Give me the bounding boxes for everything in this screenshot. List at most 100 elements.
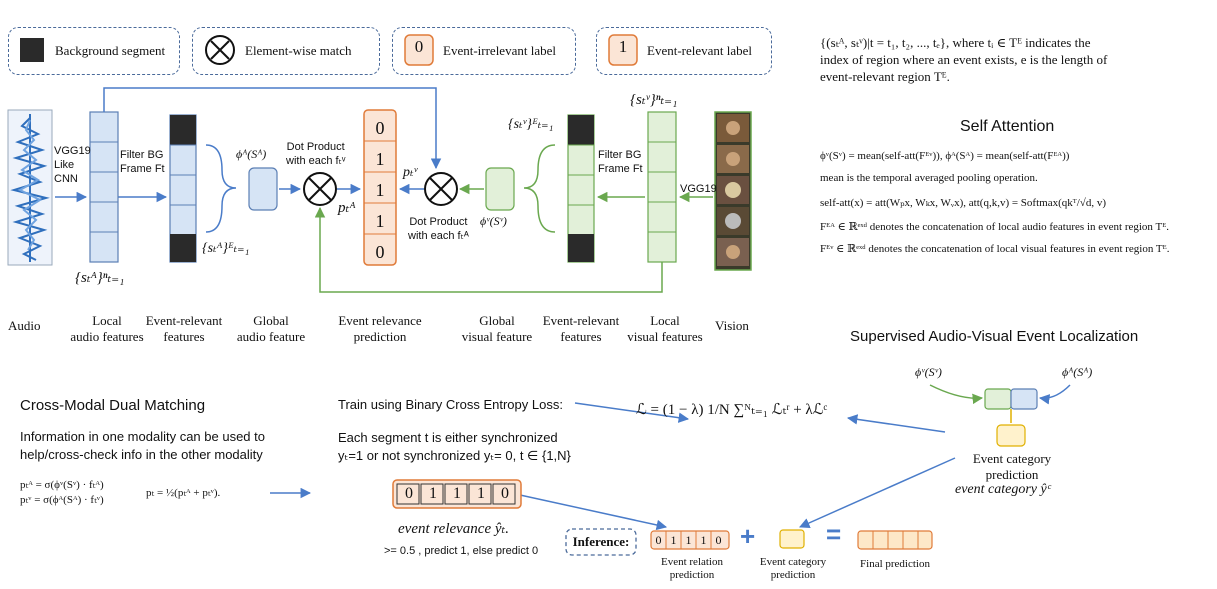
relevance-math: event relevance ŷₜ. — [398, 521, 509, 537]
supervised-category-line-1: Event category — [972, 451, 1052, 466]
vgg-audio-line-3: CNN — [54, 173, 78, 185]
eq-pt: pₜ = ½(pₜᴬ + pₜᵛ). — [146, 487, 221, 499]
region-description: {(sₜᴬ, sₜᵛ)|t = t₁, t₂, ..., tₑ}, where … — [820, 34, 1210, 85]
loss-equation: ℒ = (1 − λ) 1/N ∑ᴺₜ₌₁ ℒₜʳ + λℒᶜ — [636, 402, 828, 418]
training-sequence-values: 0 1 1 1 0 — [397, 484, 517, 504]
legend-relevant-digit: 1 — [618, 37, 628, 56]
segment-desc-line-2: yₜ=1 or not synchronized yₜ= 0, t ∈ {1,N… — [338, 448, 571, 463]
fa-note: Fᴱᴬ ∈ ℝᵉˣᵈ denotes the concatenation of … — [820, 221, 1170, 233]
background-segment-icon — [20, 38, 44, 62]
inference-value-5: 0 — [715, 533, 722, 547]
vision-frames-image — [714, 111, 752, 271]
inference-value-3: 1 — [685, 533, 692, 547]
mean-note: mean is the temporal averaged pooling op… — [820, 172, 1038, 184]
dot-product-audio-line-2: with each fₜᵛ — [286, 155, 346, 167]
self-attention-eq1: ϕᵛ(Sᵛ) = mean(self-att(Fᴱᵛ)), ϕᴬ(Sᴬ) = m… — [820, 150, 1070, 162]
segment-desc-line-1: Each segment t is either synchronized — [338, 430, 558, 445]
label-local-visual: Local visual features — [620, 313, 710, 345]
local-visual-features — [647, 111, 677, 263]
label-event-relevant-audio-line-2: features — [163, 329, 205, 344]
label-global-audio: Global audio feature — [226, 313, 316, 345]
label-event-relevant-visual-line-1: Event-relevant — [542, 313, 620, 328]
dot-product-visual-line-2: with each fₜᴬ — [408, 230, 469, 242]
training-sequence — [392, 479, 522, 509]
label-event-relevance-prediction: Event relevance prediction — [330, 313, 430, 345]
cross-modal-equations: pₜᴬ = σ(ϕᵛ(Sᵛ) · fₜᴬ) pₜᵛ = σ(ϕᴬ(Sᴬ) · f… — [20, 478, 104, 508]
inference-label: Inference: — [572, 534, 630, 549]
supervised-category-line-2: prediction — [985, 467, 1039, 482]
relevance-value-3: 1 — [375, 180, 385, 200]
dot-product-visual-label: Dot Product with each fₜᴬ — [408, 215, 469, 243]
train-seq-3: 1 — [453, 485, 461, 502]
self-attention-eq2: self-att(x) = att(Wₚx, Wₖx, Wᵥx), att(q,… — [820, 197, 1106, 209]
train-text: Train using Binary Cross Entropy Loss: — [338, 397, 563, 412]
label-local-visual-line-2: visual features — [627, 329, 703, 344]
region-text-line-2: index of region where an event exists, e… — [820, 52, 1108, 67]
fv-note: Fᴱᵛ ∈ ℝᵉˣᵈ denotes the concatenation of … — [820, 243, 1170, 255]
self-attention-title: Self Attention — [960, 118, 1055, 135]
dot-product-audio-line-1: Dot Product — [286, 141, 345, 153]
eq-pV: pₜᵛ = σ(ϕᴬ(Sᴬ) · fₜᵛ) — [20, 494, 104, 506]
inference-category-label: Event category prediction — [748, 556, 838, 582]
train-seq-1: 0 — [405, 485, 413, 502]
math-sA-E: {sₜᴬ}ᴱₜ₌₁ — [202, 241, 250, 256]
inference-value-4: 1 — [700, 533, 707, 547]
inference-category-line-1: Event category — [759, 556, 827, 568]
final-prediction-sequence — [857, 530, 933, 550]
label-global-visual-line-1: Global — [479, 313, 515, 328]
legend-background-segment: Background segment — [8, 27, 180, 75]
relevant-label-icon — [608, 34, 638, 66]
label-event-relevant-audio: Event-relevant features — [140, 313, 228, 345]
label-event-relevance-line-2: prediction — [353, 329, 407, 344]
relevance-value-4: 1 — [375, 211, 385, 231]
inference-label-box — [565, 528, 637, 556]
train-seq-5: 0 — [501, 485, 509, 502]
cross-modal-description: Information in one modality can be used … — [20, 428, 265, 464]
relevance-value-2: 1 — [375, 149, 385, 169]
vgg-audio-line-1: VGG19 — [54, 145, 91, 157]
math-phiV: ϕᵛ(Sᵛ) — [480, 214, 507, 228]
label-event-relevant-visual-line-2: features — [560, 329, 602, 344]
label-local-audio: Local audio features — [62, 313, 152, 345]
math-pV: pₜᵛ — [403, 165, 418, 180]
inference-category-line-2: prediction — [770, 569, 816, 581]
math-pA: pₜᴬ — [338, 200, 356, 216]
region-text-line-3: event-relevant region Tᴱ. — [820, 69, 950, 84]
math-phiA: ϕᴬ(Sᴬ) — [236, 147, 267, 161]
category-prediction-box — [996, 424, 1026, 447]
label-local-audio-line-2: audio features — [70, 329, 144, 344]
filter-bg-audio-line-1: Filter BG — [120, 149, 164, 161]
concat-audio-part — [1010, 388, 1038, 410]
label-global-audio-line-2: audio feature — [236, 329, 306, 344]
label-global-visual-line-2: visual feature — [461, 329, 533, 344]
vgg-audio-line-2: Like — [54, 159, 75, 171]
filter-bg-visual-label: Filter BG Frame Ft — [598, 148, 643, 176]
supervised-phiV: ϕᵛ(Sᵛ) — [915, 365, 942, 379]
filter-bg-audio-label: Filter BG Frame Ft — [120, 148, 165, 176]
eq-pA: pₜᴬ = σ(ϕᵛ(Sᵛ) · fₜᴬ) — [20, 479, 104, 491]
final-prediction-label: Final prediction — [860, 558, 930, 570]
legend-event-relevant: Event-relevant label — [596, 27, 772, 75]
filter-bg-visual-line-1: Filter BG — [598, 149, 642, 161]
cross-modal-title: Cross-Modal Dual Matching — [20, 397, 206, 414]
legend-relevant-label: Event-relevant label — [647, 43, 753, 58]
inference-category-box — [779, 529, 805, 549]
label-event-relevant-audio-line-1: Event-relevant — [145, 313, 223, 328]
dot-product-visual-line-1: Dot Product — [409, 216, 468, 228]
label-vision: Vision — [715, 318, 749, 333]
supervised-title: Supervised Audio-Visual Event Localizati… — [850, 328, 1139, 345]
legend-irrelevant-digit: 0 — [414, 37, 424, 56]
audio-waveform-image — [7, 109, 53, 266]
filter-bg-audio-line-2: Frame Ft — [120, 163, 165, 175]
supervised-category-label: Event category prediction — [960, 451, 1064, 483]
region-text-line-1: {(sₜᴬ, sₜᵛ)|t = t₁, t₂, ..., tₑ}, where … — [820, 35, 1091, 50]
supervised-category-math: event category ŷᶜ — [955, 482, 1051, 497]
label-local-visual-line-1: Local — [650, 313, 680, 328]
filter-bg-visual-line-2: Frame Ft — [598, 163, 643, 175]
label-global-visual: Global visual feature — [452, 313, 542, 345]
threshold-note: >= 0.5 , predict 1, else predict 0 — [384, 545, 539, 557]
supervised-phiA: ϕᴬ(Sᴬ) — [1062, 365, 1093, 379]
label-local-audio-line-1: Local — [92, 313, 122, 328]
train-seq-4: 1 — [477, 485, 485, 502]
math-sV-N: {sₜᵛ}ⁿₜ₌₁ — [630, 92, 678, 108]
